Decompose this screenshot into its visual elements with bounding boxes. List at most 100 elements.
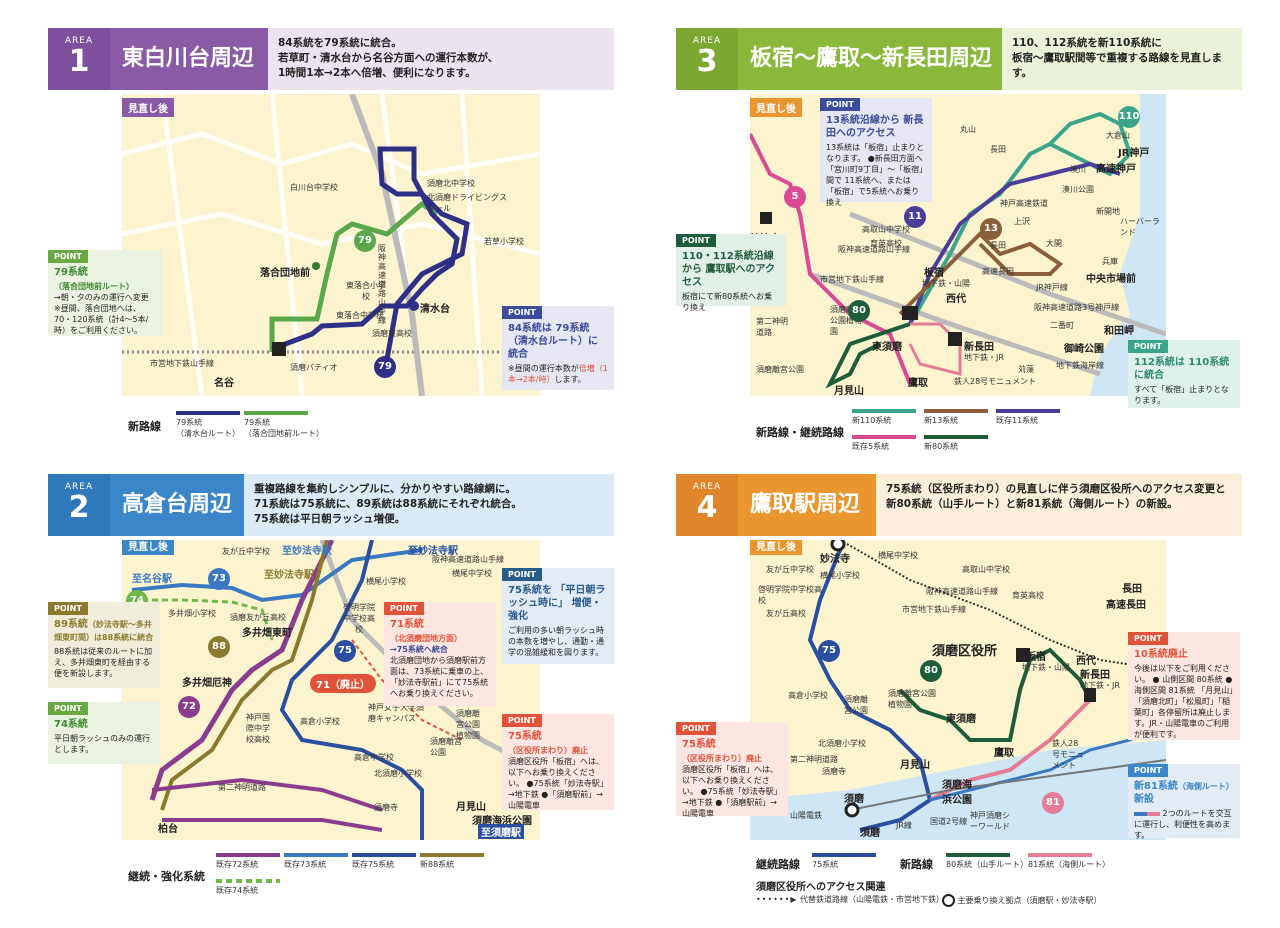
area1-desc-line: 1時間1本→2本へ倍増、便利になります。 [278,67,476,79]
point-tag: POINT [48,602,88,615]
legend-label: 既存74系統 [216,886,259,895]
stop-label: 鷹取 [908,378,928,389]
point-highlight: 倍増（1本→2本/時） [508,364,608,384]
stop-label: 名谷 [214,378,234,389]
stop-label: 須磨 [860,828,880,839]
area3-badge: AREA 3 [676,28,738,90]
area3-description: 110、112系統を新110系統に 板宿〜鷹取駅間等で重複する路線を見直します。 [1002,28,1242,90]
stop-label: 西代 [1076,656,1096,667]
legend-item: 新80系統 [924,432,988,452]
legend-swatch [812,852,876,857]
map-label: 長田 [990,241,1006,250]
after-label: 見直し後 [750,98,802,117]
point-title: 75系統 [508,731,542,742]
legend-swatch [284,852,348,857]
map-label: 第二神明道路 [790,755,838,764]
stop-label: 至妙法寺駅 [264,570,314,581]
map-label: 啓明学院中学校高校 [343,603,375,634]
map-label: 須磨離宮公園 [430,737,462,757]
point-title: 112系統は 110系統に統合 [1134,357,1230,381]
legend-swatch [216,878,280,883]
area2-badge: AREA 2 [48,474,110,536]
map-label: 阪神高速道路山手線 [926,587,998,596]
legend-label: 75系統 [812,860,839,869]
area3-title: 板宿〜鷹取〜新長田周辺 [738,28,1002,90]
map-label: 横尾小学校 [820,571,860,580]
legend-item: 既存72系統 [216,850,280,870]
point-title: 110・112系統沿線から 鷹取駅へのアクセス [682,251,775,288]
map-label: 白川台中学校 [290,183,338,192]
legend-swatch [852,434,916,439]
map-label: 地下鉄・JR [1080,681,1120,690]
area4-badge: AREA 4 [676,474,738,536]
map-label: 東落合中学校 [336,311,384,320]
map-label: 高取山中学校 [962,565,1010,574]
route-79-marker: 79 [374,356,396,378]
area2-point-mid-71: POINT 71系統 （北須磨団地方面） →75系統へ統合 北須磨団地から須磨駅… [384,602,496,706]
point-body: 88系統は従来のルートに加え、多井畑東町を経由する便を新設します。 [54,647,153,678]
map-label: 須磨北中学校 [427,179,475,188]
map-label: 高倉小学校 [300,717,340,726]
after-label: 見直し後 [122,540,174,555]
stop-label: 月見山 [834,386,864,396]
access-legend-rail: ••••••▶ 代替鉄道路線（山陽電鉄・市営地下鉄） [756,894,944,905]
map-label: 須磨離宮公園植物園 [888,689,936,709]
area1-badge: AREA 1 [48,28,110,90]
map-label: 北須磨ドライビングスクール [427,193,507,213]
map-label: 地下鉄・山陽 [1022,663,1070,672]
area2-number: 2 [68,490,90,525]
legend-item: 既存73系統 [284,850,348,870]
point-body: 板宿にて新80系統へお乗り換え [682,292,773,312]
point-body: 2つのルートを交互に運行し、利便性を高めます。 [1134,809,1232,840]
area3-map: 見直し後 丸山 長田 大倉山 JR神戸 高速神戸 湊川 湊川公園 神戸高速鉄道 … [750,94,1166,396]
map-label: 湊川公園 [1062,185,1094,194]
map-label: 国道2号線 [930,817,968,826]
access-title: 須磨区役所へのアクセス関連 [756,882,886,893]
route-75-marker: 75 [334,640,356,662]
map-label: 第二神明道路 [218,783,266,792]
map-label: 啓明学院中学校高校 [758,585,822,605]
map-label: 横尾小学校 [366,577,406,586]
stop-label: 新長田 [964,342,994,353]
point-tag: POINT [502,306,542,319]
legend-item: 既存5系統 [852,432,916,452]
stop-label: 高速長田 [1106,600,1146,611]
map-label: 須磨友が丘高校 [230,613,286,622]
map-label: 北須磨小学校 [374,769,422,778]
legend-item: 既存11系統 [996,406,1060,426]
point-subtitle: （海側ルート） [1177,782,1234,791]
after-label: 見直し後 [750,540,802,555]
area2-point-left-74: POINT 74系統 平日朝ラッシュのみの運行とします。 [48,702,160,764]
stop-label: 和田岬 [1104,326,1134,337]
stop-label: 至妙法寺駅 [282,546,332,557]
legend-label: 新110系統 [852,416,892,425]
map-label: 多井畑小学校 [168,609,216,618]
legend-title: 新路線 [128,420,161,433]
district-office-label: 須磨区役所 [932,644,998,659]
legend-title: 新路線・継続路線 [756,426,844,439]
map-label: 阪神高速道路3号神戸線 [1034,303,1120,312]
hub-icon [942,894,955,907]
legend-swatch [176,410,240,415]
map-label: 丸山 [960,125,976,134]
legend-sublabel: （落合団地前ルート） [244,429,324,438]
access-legend-hub: 主要乗り換え拠点（須磨駅・妙法寺駅） [942,894,1102,907]
stop-label: 須磨 [844,794,864,805]
point-subtitle: （区役所まわり）廃止 [682,754,762,763]
map-label: 横尾中学校 [452,569,492,578]
route-80-marker: 80 [920,660,942,682]
legend-item: 79系統（清水台ルート） [176,408,240,439]
area2-desc-line: 71系統は75系統に、89系統は88系統にそれぞれ統合。 [254,498,522,510]
stop-label: 高速神戸 [1096,164,1136,175]
point-title: 75系統を 「平日朝ラッシュ時に」 増便・強化 [508,585,606,622]
point-tag: POINT [384,602,424,615]
point-subtitle: （落合団地前ルート） [54,282,134,291]
map-label: 神戸高速鉄道 [1000,199,1048,208]
point-title: 74系統 [54,719,88,730]
area4-desc-line: 75系統（区役所まわり）の見直しに伴う須磨区役所へのアクセス変更と [886,483,1226,495]
legend-item: 新88系統 [420,850,484,870]
point-title: 79系統 [54,267,88,278]
map-label: 須磨パティオ [290,363,338,372]
stop-label: 落合団地前 [260,268,310,279]
point-body: ※昼間の運行本数が [508,364,579,373]
